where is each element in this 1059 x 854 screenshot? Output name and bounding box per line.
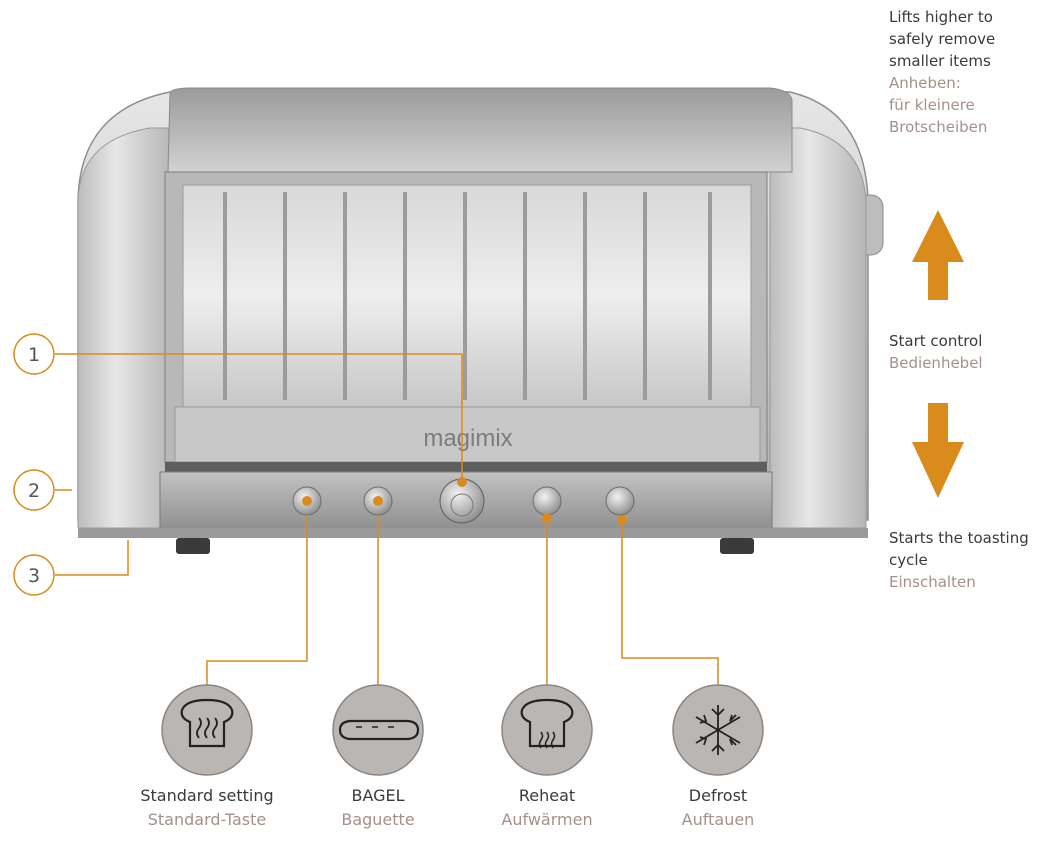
toasting-cycle-label: Starts the toasting cycle Einschalten xyxy=(889,527,1059,593)
lift-en-line-3: smaller items xyxy=(889,52,991,70)
bagel-caption: BAGEL Baguette xyxy=(293,784,463,832)
callout-2: 2 xyxy=(13,469,55,511)
lift-en-line-1: Lifts higher to xyxy=(889,8,993,26)
bagel-de: Baguette xyxy=(341,810,415,829)
reheat-de: Aufwärmen xyxy=(501,810,593,829)
start-dial[interactable] xyxy=(439,477,485,524)
reheat-caption: Reheat Aufwärmen xyxy=(462,784,632,832)
lift-description: Lifts higher to safely remove smaller it… xyxy=(889,6,1054,138)
start-control-label: Start control Bedienhebel xyxy=(889,330,1054,374)
lift-de-line-2: für kleinere xyxy=(889,96,975,114)
heating-elements xyxy=(223,192,712,400)
defrost-button[interactable] xyxy=(605,486,635,525)
reheat-button[interactable] xyxy=(532,486,562,523)
standard-de: Standard-Taste xyxy=(147,810,267,829)
reheat-en: Reheat xyxy=(518,786,576,805)
callout-3: 3 xyxy=(13,554,55,596)
lift-de-line-3: Brotscheiben xyxy=(889,118,988,136)
defrost-caption: Defrost Auftauen xyxy=(633,784,803,832)
standard-caption: Standard setting Standard-Taste xyxy=(122,784,292,832)
svg-text:3: 3 xyxy=(28,565,40,587)
toast-heat-icon xyxy=(161,684,253,776)
cycle-en-line-1: Starts the toasting xyxy=(889,529,1029,547)
defrost-de: Auftauen xyxy=(681,810,755,829)
leader-lines xyxy=(55,353,719,695)
start-en: Start control xyxy=(889,332,983,350)
defrost-en: Defrost xyxy=(688,786,748,805)
bagel-button[interactable] xyxy=(363,486,393,516)
reheat-icon xyxy=(501,684,593,776)
arrow-up-icon xyxy=(912,210,964,300)
svg-text:1: 1 xyxy=(28,344,40,366)
bagel-en: BAGEL xyxy=(351,786,405,805)
brand-logo: magimix xyxy=(423,425,512,452)
start-de: Bedienhebel xyxy=(889,354,983,372)
callout-1: 1 xyxy=(13,333,55,375)
standard-button[interactable] xyxy=(292,486,322,516)
lift-de-line-1: Anheben: xyxy=(889,74,961,92)
lift-en-line-2: safely remove xyxy=(889,30,996,48)
standard-en: Standard setting xyxy=(140,786,274,805)
snowflake-icon xyxy=(672,684,764,776)
foot-right xyxy=(720,538,754,554)
arrow-down-icon xyxy=(912,403,964,498)
svg-text:2: 2 xyxy=(28,480,40,502)
cycle-de: Einschalten xyxy=(889,573,976,591)
cycle-en-line-2: cycle xyxy=(889,551,928,569)
baguette-icon xyxy=(332,684,424,776)
foot-left xyxy=(176,538,210,554)
toaster: magimix xyxy=(77,87,884,554)
